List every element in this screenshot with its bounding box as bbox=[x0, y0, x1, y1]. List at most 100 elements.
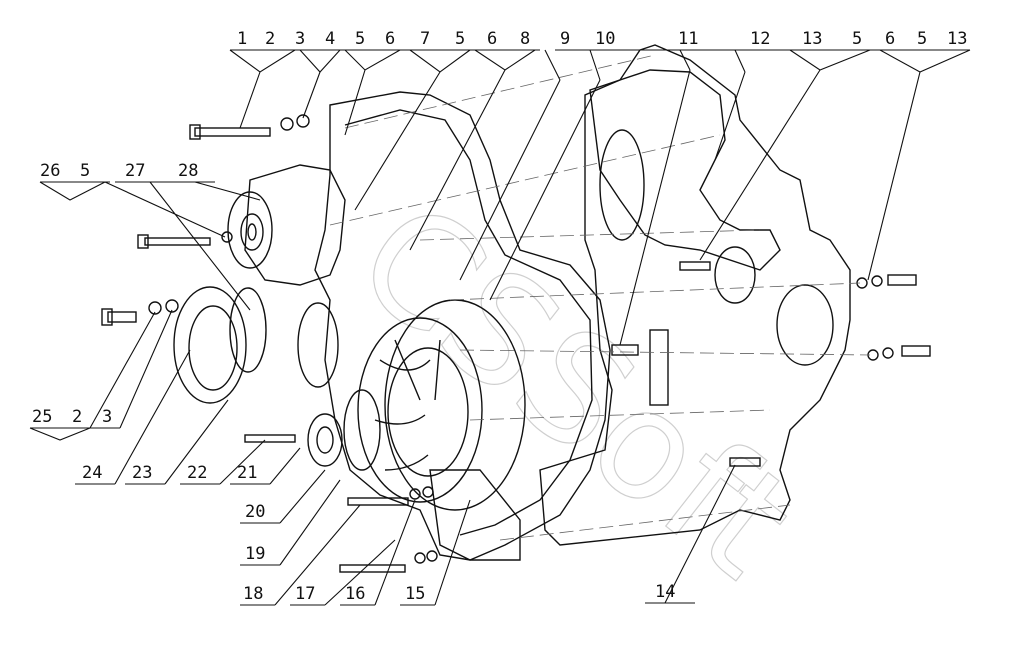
callout-number: 3 bbox=[295, 29, 305, 49]
oil-seal-outer bbox=[307, 413, 343, 467]
rear-plate-opening-large bbox=[776, 284, 834, 366]
washer-17 bbox=[426, 550, 438, 562]
nut-4 bbox=[280, 117, 294, 131]
water-pump-body bbox=[244, 164, 346, 286]
callout-number: 19 bbox=[245, 544, 265, 564]
callout-labels bbox=[29, 49, 971, 606]
callout-number: 24 bbox=[82, 463, 102, 483]
callout-number: 12 bbox=[750, 29, 770, 49]
callout-number: 21 bbox=[237, 463, 257, 483]
callout-number: 2 bbox=[265, 29, 275, 49]
callout-number: 7 bbox=[420, 29, 430, 49]
left-upper-chevrons bbox=[39, 181, 106, 201]
bolt-1-head bbox=[189, 124, 201, 140]
bolt-right-1 bbox=[887, 274, 917, 286]
nut-18 bbox=[409, 488, 421, 500]
alignment-lines bbox=[329, 54, 871, 541]
left-upper-leaders bbox=[104, 181, 261, 311]
watermark: CSSoft bbox=[325, 168, 824, 612]
callout-number: 18 bbox=[243, 584, 263, 604]
dash-line bbox=[459, 349, 871, 356]
callout-numbers: 1 2 3 4 5 6 7 5 6 8 9 10 11 12 13 5 6 5 … bbox=[32, 29, 967, 604]
callout-number: 6 bbox=[487, 29, 497, 49]
parts-drawing bbox=[101, 44, 931, 573]
callout-number: 16 bbox=[345, 584, 365, 604]
left-lower-leaders bbox=[89, 309, 173, 429]
callout-number: 5 bbox=[852, 29, 862, 49]
washer-18 bbox=[422, 486, 434, 498]
bolt-right-2 bbox=[901, 345, 931, 357]
bolt-1 bbox=[194, 127, 271, 137]
nut-26 bbox=[221, 231, 233, 243]
lower-flange bbox=[429, 469, 521, 561]
bolt-25 bbox=[107, 311, 137, 323]
callout-number: 22 bbox=[187, 463, 207, 483]
callout-number: 5 bbox=[355, 29, 365, 49]
callout-number: 17 bbox=[295, 584, 315, 604]
top-callout-chevrons bbox=[229, 49, 971, 81]
bottom-underlines bbox=[75, 483, 695, 606]
crank-dome-inner bbox=[387, 347, 469, 477]
callout-number: 6 bbox=[385, 29, 395, 49]
washer-right-1 bbox=[871, 275, 883, 287]
dash-line bbox=[344, 54, 656, 129]
washer-4 bbox=[296, 114, 310, 128]
front-cover-inner bbox=[344, 109, 593, 536]
stud-11 bbox=[611, 344, 639, 356]
oil-seal-inner bbox=[316, 426, 334, 454]
callout-number: 25 bbox=[32, 407, 52, 427]
watermark-text: CSSoft bbox=[326, 169, 824, 611]
gasket-opening bbox=[599, 129, 645, 241]
rear-plate-opening-mid bbox=[714, 246, 756, 304]
bolt-26 bbox=[144, 237, 211, 246]
callout-number: 27 bbox=[125, 161, 145, 181]
callout-number: 4 bbox=[325, 29, 335, 49]
o-ring bbox=[229, 287, 267, 373]
seal-ring-mid bbox=[343, 389, 381, 471]
fasteners bbox=[101, 114, 931, 573]
callout-number: 10 bbox=[595, 29, 615, 49]
callout-number: 26 bbox=[40, 161, 60, 181]
callout-number: 23 bbox=[132, 463, 152, 483]
bottom-leaders bbox=[114, 349, 736, 606]
callout-number: 5 bbox=[917, 29, 927, 49]
callout-number: 5 bbox=[80, 161, 90, 181]
callout-number: 2 bbox=[72, 407, 82, 427]
seal-plate bbox=[173, 286, 247, 404]
callout-number: 8 bbox=[520, 29, 530, 49]
callout-number: 9 bbox=[560, 29, 570, 49]
dash-line bbox=[499, 504, 791, 541]
stud-14 bbox=[729, 457, 761, 467]
callout-number: 15 bbox=[405, 584, 425, 604]
washer-25 bbox=[165, 299, 179, 313]
nut-25 bbox=[148, 301, 162, 315]
callout-number: 14 bbox=[655, 582, 675, 602]
callout-number: 20 bbox=[245, 502, 265, 522]
o-ring-second bbox=[297, 302, 339, 388]
crank-dome-outer bbox=[357, 317, 483, 503]
gasket-outline bbox=[589, 69, 781, 271]
rear-plate-slot bbox=[649, 329, 669, 406]
rear-cover-plate bbox=[539, 44, 851, 546]
bolt-18 bbox=[347, 497, 409, 506]
dash-line bbox=[329, 134, 721, 226]
left-lower-chevrons bbox=[29, 427, 120, 441]
bolt-22 bbox=[244, 434, 296, 443]
bolt-26-head bbox=[137, 234, 149, 249]
washer-right-2 bbox=[882, 347, 894, 359]
callout-number: 13 bbox=[947, 29, 967, 49]
callout-number: 11 bbox=[678, 29, 698, 49]
callout-number: 6 bbox=[885, 29, 895, 49]
callout-number: 28 bbox=[178, 161, 198, 181]
dash-line bbox=[449, 282, 861, 301]
seal-plate-inner bbox=[188, 305, 238, 391]
callout-number: 1 bbox=[237, 29, 247, 49]
bolt-17 bbox=[339, 564, 406, 573]
dash-line bbox=[469, 409, 771, 421]
callout-number: 3 bbox=[102, 407, 112, 427]
callout-number: 13 bbox=[802, 29, 822, 49]
water-pump-hub-core bbox=[247, 223, 257, 241]
bolt-13-left bbox=[679, 261, 711, 271]
